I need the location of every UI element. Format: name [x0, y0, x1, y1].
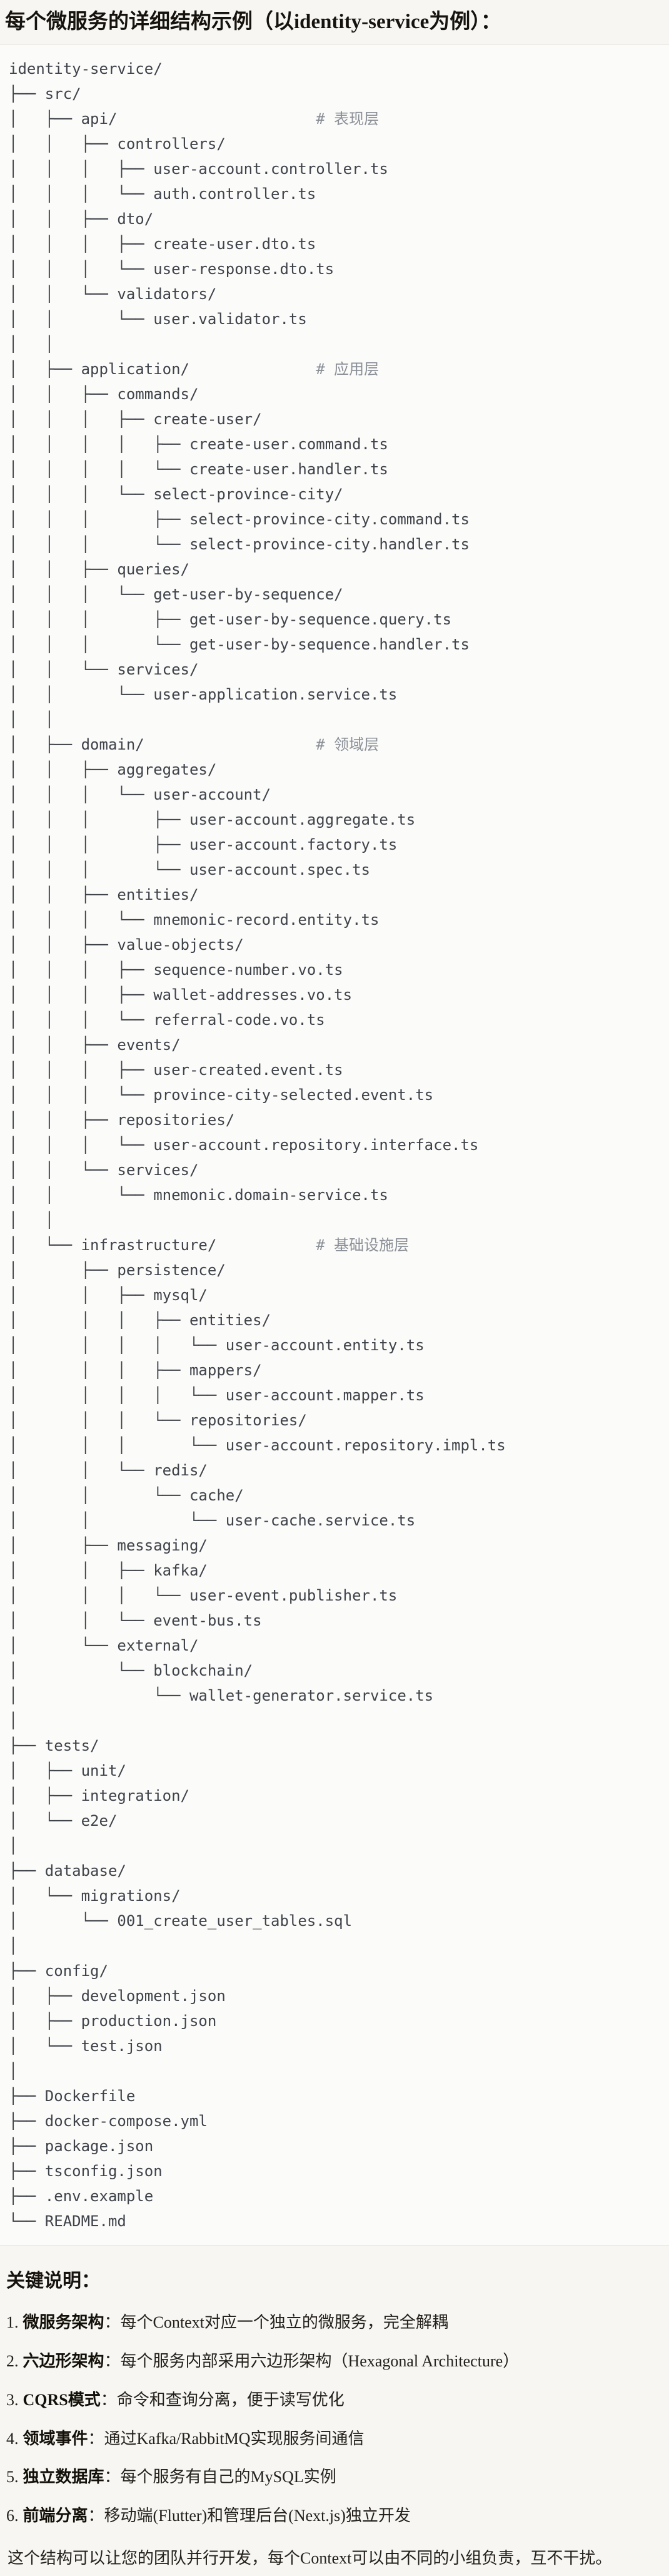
key-notes-section: 关键说明： 1.微服务架构：每个Context对应一个独立的微服务，完全解耦 2… [0, 2268, 669, 2569]
item-label: 独立数据库 [23, 2468, 104, 2487]
item-number: 3. [6, 2390, 19, 2409]
item-label: 六边形架构 [23, 2351, 104, 2370]
item-separator: ： [104, 2351, 121, 2370]
tree-text: identity-service/├── src/│ ├── api/ # 表现… [9, 60, 506, 2231]
directory-tree-block: identity-service/├── src/│ ├── api/ # 表现… [0, 44, 669, 2246]
page-title: 每个微服务的详细结构示例（以identity-service为例）： [5, 11, 501, 33]
item-separator: ： [100, 2390, 117, 2409]
item-label: 领域事件 [23, 2429, 88, 2448]
item-separator: ： [88, 2429, 104, 2448]
item-number: 5. [6, 2468, 19, 2487]
list-item: 4.领域事件：通过Kafka/RabbitMQ实现服务间通信 [6, 2428, 663, 2450]
item-separator: ： [88, 2507, 104, 2525]
item-label: 微服务架构 [23, 2313, 104, 2332]
item-label: 前端分离 [23, 2507, 88, 2525]
list-item: 1.微服务架构：每个Context对应一个独立的微服务，完全解耦 [6, 2312, 663, 2333]
item-separator: ： [104, 2468, 121, 2487]
item-number: 2. [6, 2351, 19, 2370]
list-item: 6.前端分离：移动端(Flutter)和管理后台(Next.js)独立开发 [6, 2505, 663, 2527]
notes-footer: 这个结构可以让您的团队并行开发，每个Context可以由不同的小组负责，互不干扰… [8, 2548, 612, 2567]
item-text: 每个Context对应一个独立的微服务，完全解耦 [120, 2313, 448, 2332]
list-item: 3.CQRS模式：命令和查询分离，便于读写优化 [6, 2390, 663, 2411]
notes-heading: 关键说明： [6, 2271, 100, 2292]
item-number: 1. [6, 2313, 19, 2332]
item-text: 每个服务有自己的MySQL实例 [120, 2468, 336, 2487]
item-text: 每个服务内部采用六边形架构（Hexagonal Architecture） [120, 2351, 520, 2370]
item-text: 命令和查询分离，便于读写优化 [116, 2390, 345, 2409]
item-number: 6. [6, 2507, 19, 2525]
notes-list: 1.微服务架构：每个Context对应一个独立的微服务，完全解耦 2.六边形架构… [6, 2312, 663, 2527]
list-item: 5.独立数据库：每个服务有自己的MySQL实例 [6, 2467, 663, 2488]
item-number: 4. [6, 2429, 19, 2448]
list-item: 2.六边形架构：每个服务内部采用六边形架构（Hexagonal Architec… [6, 2351, 663, 2372]
item-text: 移动端(Flutter)和管理后台(Next.js)独立开发 [104, 2507, 411, 2525]
item-label: CQRS模式 [23, 2390, 101, 2409]
item-separator: ： [104, 2313, 121, 2332]
item-text: 通过Kafka/RabbitMQ实现服务间通信 [104, 2429, 365, 2448]
